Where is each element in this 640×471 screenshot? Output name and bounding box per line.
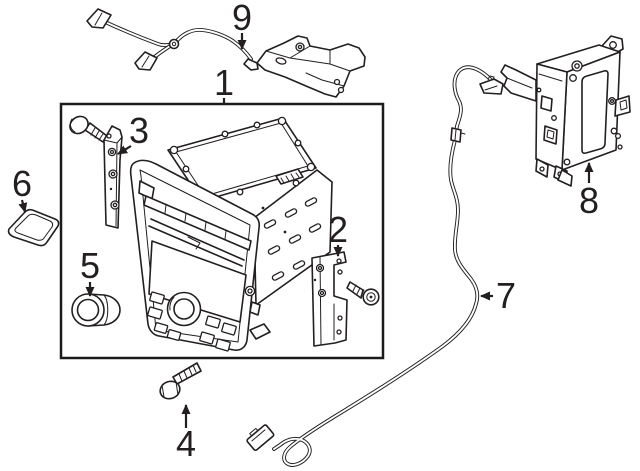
bracket-screw: [346, 281, 380, 306]
head-unit: [129, 116, 333, 352]
harness-grommet: [168, 38, 180, 50]
bolt: [159, 362, 202, 400]
callout-6: 6: [12, 163, 32, 204]
chassis-vent-slots: [261, 197, 322, 281]
faceplate: [129, 159, 261, 352]
volume-knob: [166, 291, 202, 327]
harness-connector-a: [86, 8, 112, 29]
callout-arrow-6: [18, 199, 28, 213]
control-module: [500, 35, 631, 187]
wiring-harness: [86, 8, 253, 71]
cable-clip: [450, 127, 466, 143]
callout-4: 4: [176, 423, 196, 464]
callout-8: 8: [579, 180, 599, 221]
knob: [71, 293, 121, 327]
callout-arrow-3: [117, 145, 132, 155]
harness-mounting-bracket: [243, 35, 366, 98]
cable-connector-bottom: [246, 424, 275, 452]
cover-connector: [275, 168, 304, 185]
harness-connector-b: [134, 51, 158, 71]
callout-5: 5: [80, 245, 100, 286]
bracket-right: [311, 251, 380, 347]
callout-7: 7: [496, 275, 516, 316]
display: [148, 240, 247, 323]
callout-1: 1: [214, 62, 234, 103]
button-grid: [147, 291, 237, 352]
gasket: [7, 208, 60, 247]
antenna-cable: [246, 65, 504, 467]
callouts: 1 2 3 4 5 6 7 8 9: [12, 0, 599, 464]
vent-band: [143, 195, 252, 267]
callout-9: 9: [232, 0, 252, 38]
callout-3: 3: [129, 110, 149, 151]
callout-2: 2: [328, 209, 348, 250]
cable-connector-top: [479, 75, 504, 95]
